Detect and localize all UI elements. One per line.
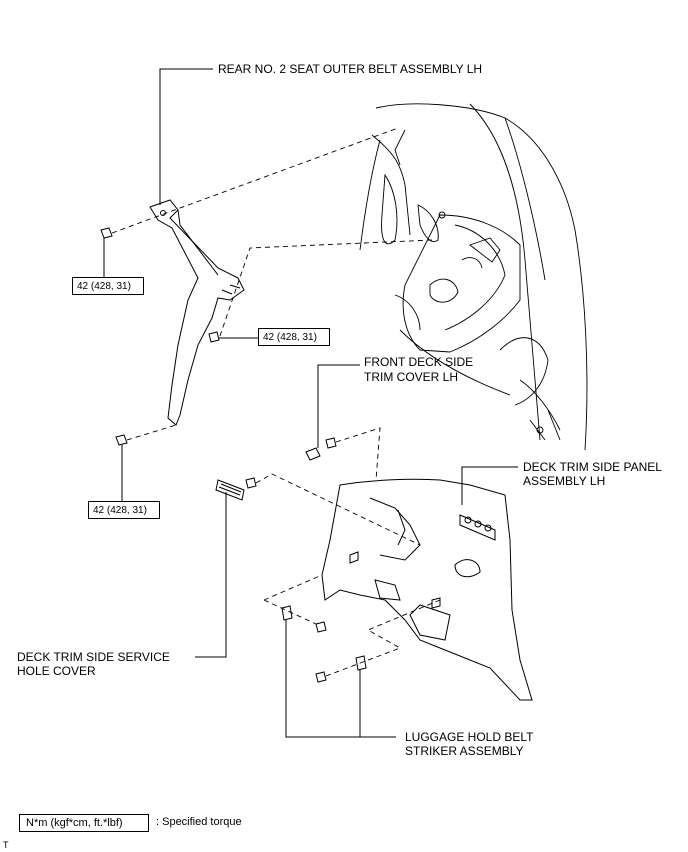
bolt-icon (208, 331, 220, 343)
torque-spec-middle: 42 (428, 31) (258, 328, 330, 346)
striker-assembly-lower (355, 655, 367, 671)
front-deck-callout-line1: FRONT DECK SIDE (364, 355, 474, 369)
bolt-icons (100, 227, 337, 683)
torque-legend-text: : Specified torque (156, 816, 242, 828)
vehicle-body-outline (359, 103, 588, 451)
bolt-icon (245, 477, 257, 489)
torque-spec-lower-left: 42 (428, 31) (88, 501, 160, 519)
torque-legend-box: N*m (kgf*cm, ft.*lbf) (19, 814, 149, 832)
service-cover-callout-line1: DECK TRIM SIDE SERVICE (17, 650, 170, 664)
alignment-dashed-lines (111, 127, 441, 677)
bolt-icon (315, 671, 327, 683)
service-hole-cover-part (215, 479, 245, 501)
striker-assembly-upper (281, 605, 293, 621)
striker-callout-line2: STRIKER ASSEMBLY (405, 744, 524, 758)
seat-belt-assembly-part (149, 199, 245, 426)
striker-callout-line1: LUGGAGE HOLD BELT (405, 730, 534, 744)
torque-spec-upper-left: 42 (428, 31) (72, 277, 144, 295)
corner-mark: T (3, 840, 9, 850)
leader-lines (103, 68, 518, 738)
bolt-icon (325, 437, 337, 449)
deck-panel-callout-line1: DECK TRIM SIDE PANEL (523, 460, 662, 474)
bolt-icon (100, 227, 113, 239)
bolt-icon (115, 434, 128, 446)
deck-panel-callout-line2: ASSEMBLY LH (523, 474, 606, 488)
front-deck-callout-line2: TRIM COVER LH (364, 370, 459, 384)
front-deck-trim-cover-part (305, 447, 321, 461)
rear-belt-callout: REAR NO. 2 SEAT OUTER BELT ASSEMBLY LH (218, 62, 483, 76)
deck-trim-side-panel-part (321, 478, 533, 701)
bolt-icon (315, 621, 327, 633)
service-cover-callout-line2: HOLE COVER (17, 664, 96, 678)
